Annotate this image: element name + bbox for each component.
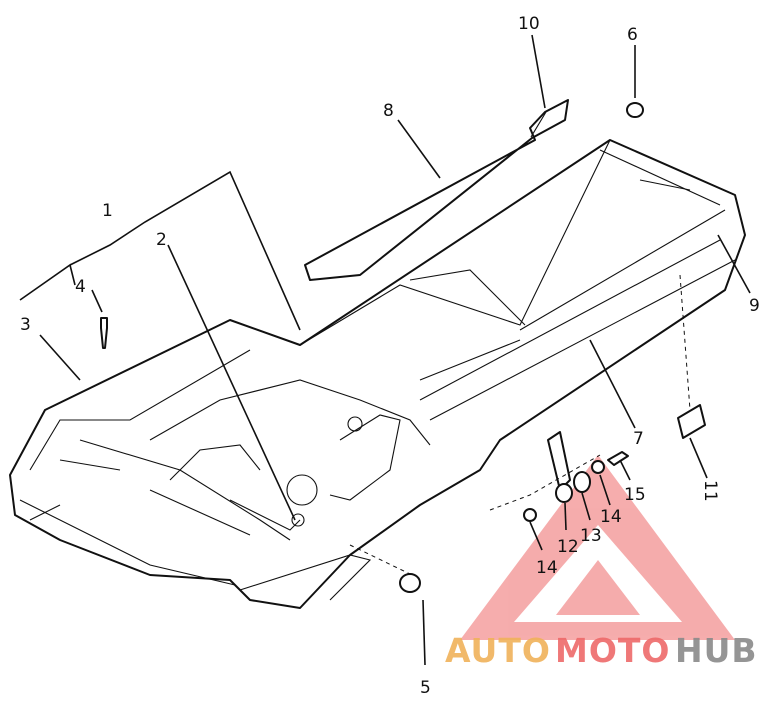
callout-14: 14 xyxy=(600,507,622,527)
callout-5: 5 xyxy=(420,678,431,698)
callout-15: 15 xyxy=(624,485,646,505)
callout-12: 12 xyxy=(557,537,579,557)
part-11-label xyxy=(677,404,706,439)
chassis-frame xyxy=(9,139,746,609)
watermark-hub: HUB xyxy=(675,631,758,670)
part-5-grommet xyxy=(399,573,421,593)
callout-8: 8 xyxy=(383,101,394,121)
part-13-bushing xyxy=(573,471,591,493)
part-14-washer xyxy=(591,460,605,474)
callout-10: 10 xyxy=(518,14,540,34)
callout-7: 7 xyxy=(633,429,644,449)
callout-4: 4 xyxy=(75,277,86,297)
watermark-moto: MOTO xyxy=(555,631,670,670)
part-6-grommet xyxy=(626,102,644,118)
watermark-auto: AUTO xyxy=(445,631,551,670)
callout-14-lower: 14 xyxy=(536,558,558,578)
callout-2: 2 xyxy=(156,230,167,250)
part-14-washer-2 xyxy=(523,508,537,522)
part-12-arm xyxy=(547,431,571,491)
callout-3: 3 xyxy=(20,315,31,335)
watermark-logo: AUTO MOTO HUB xyxy=(445,631,758,670)
callout-13: 13 xyxy=(580,526,602,546)
part-15-bolt xyxy=(607,451,629,466)
leader-lines xyxy=(19,34,751,666)
callout-1: 1 xyxy=(102,201,113,221)
part-4-rivet xyxy=(100,317,108,349)
watermark-triangle-icon xyxy=(460,455,735,640)
callout-6: 6 xyxy=(627,25,638,45)
callout-9: 9 xyxy=(749,296,760,316)
part-12-collar xyxy=(555,483,573,503)
callout-11: 11 xyxy=(700,480,720,502)
